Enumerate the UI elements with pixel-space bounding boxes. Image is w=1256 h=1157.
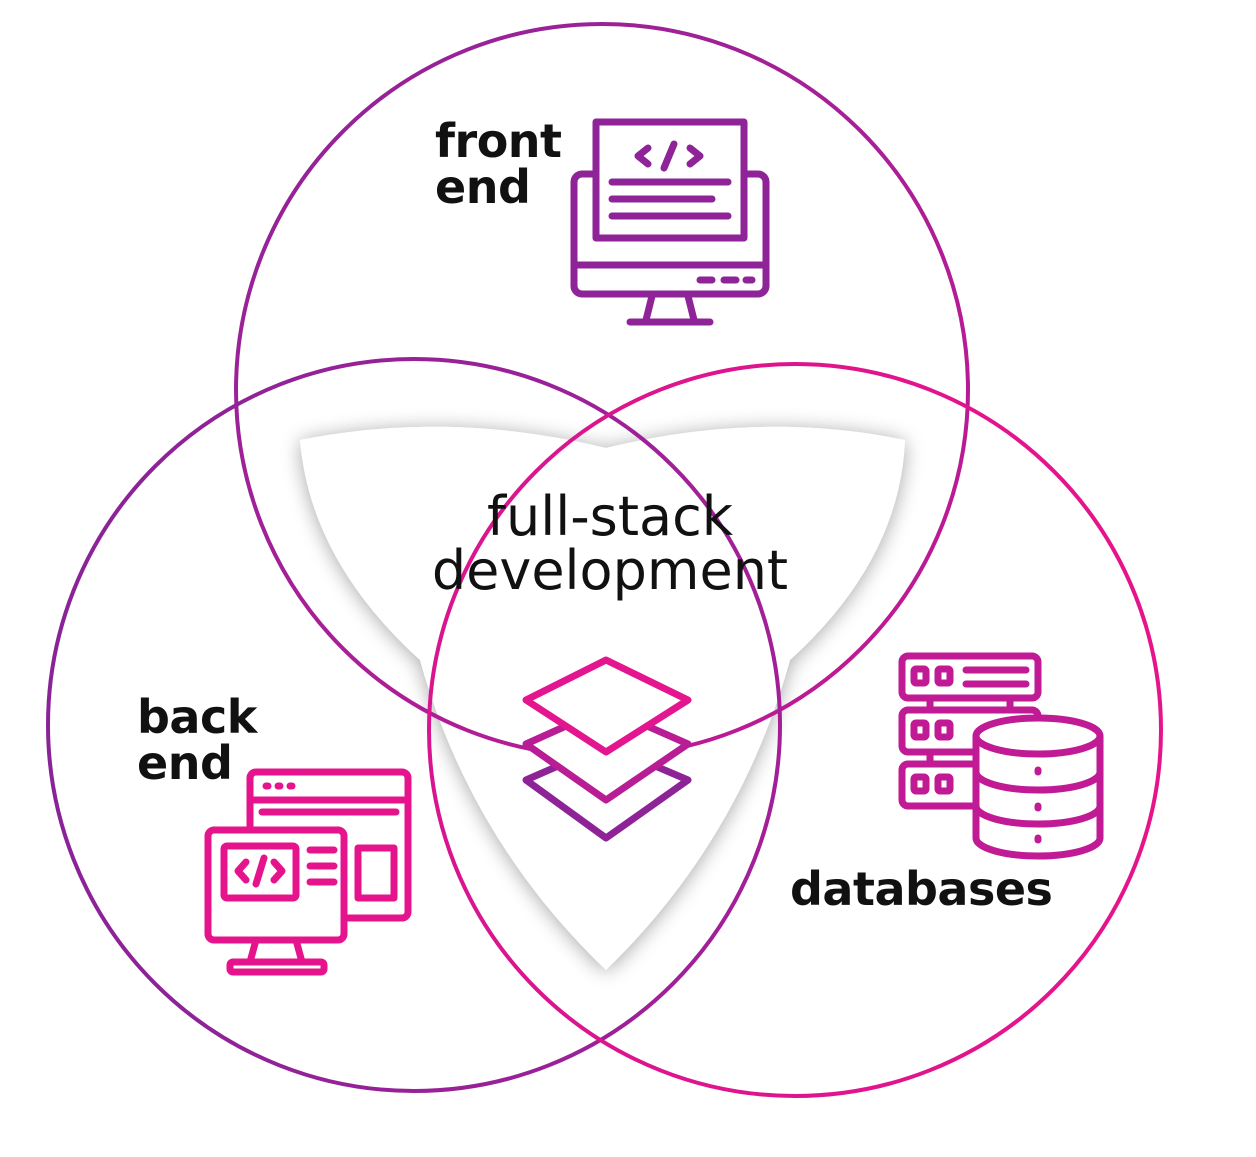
front-end-label-line2: end xyxy=(435,160,531,214)
server-database-icon xyxy=(898,652,1104,860)
databases-label: databases xyxy=(790,862,1053,916)
center-label-line2: development xyxy=(431,539,789,602)
center-label-line1: full-stack xyxy=(486,485,734,548)
databases-label-text: databases xyxy=(790,862,1053,916)
code-windows-icon xyxy=(204,768,412,976)
back-end-label: back end xyxy=(137,694,257,786)
center-label: full-stack development xyxy=(360,490,860,598)
back-end-circle xyxy=(46,357,782,1093)
code-monitor-icon xyxy=(570,118,770,326)
databases-circle xyxy=(427,362,1163,1098)
back-end-label-line2: end xyxy=(137,736,233,790)
front-end-label: front end xyxy=(435,118,562,210)
front-end-label-line1: front xyxy=(435,114,562,168)
layers-icon xyxy=(522,656,692,842)
back-end-label-line1: back xyxy=(137,690,257,744)
